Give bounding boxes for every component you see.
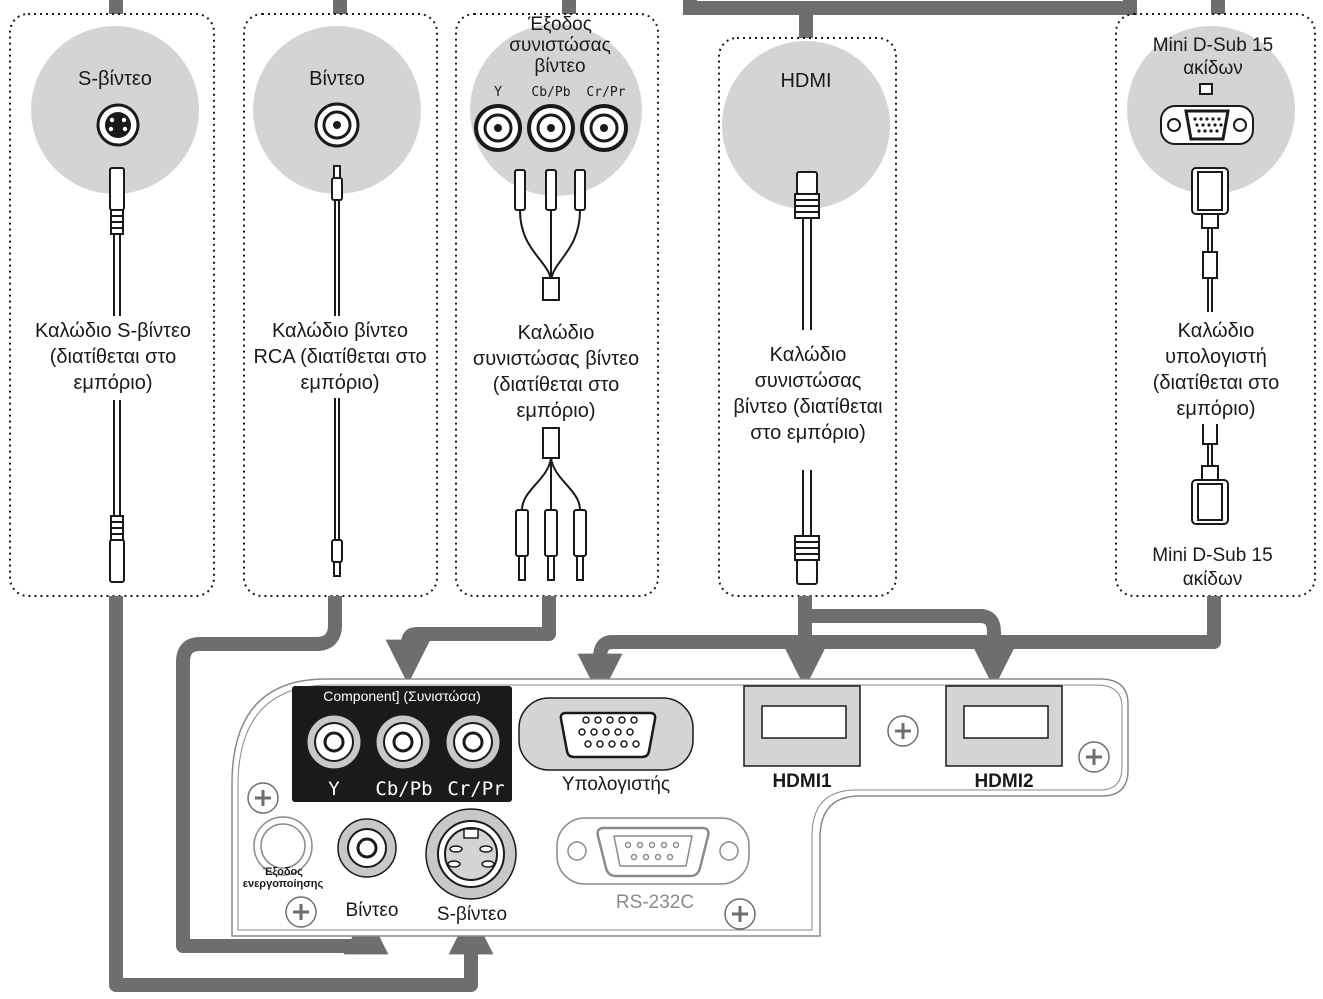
- component-y-label: Y: [328, 778, 340, 800]
- svideo-source-port-icon: [96, 103, 140, 147]
- svideo-port-title: S-βίντεο: [78, 68, 152, 90]
- component-port-title: Έξοδος συνιστώσας βίντεο: [509, 14, 611, 77]
- svideo-input-port: [425, 808, 517, 900]
- dsub-source-port-icon: [1160, 83, 1254, 145]
- hdmi1-port: [743, 685, 861, 767]
- computer-input-port: [518, 697, 694, 771]
- projector-panel: [231, 678, 1129, 937]
- svideo-port-label: S-βίντεο: [436, 904, 508, 925]
- computer-port-label: Υπολογιστής: [561, 774, 671, 795]
- route-svideo: [109, 596, 494, 992]
- screw-icons: [247, 715, 1110, 930]
- video-source-port-icon: [314, 102, 360, 148]
- trigger-out-label: Έξοδος ενεργοποίησης: [242, 866, 324, 890]
- port-circles: [31, 24, 1295, 209]
- top-route-lines: [109, 0, 1225, 38]
- computer-cable-label: Καλώδιο υπολογιστή (διατίθεται στο εμπόρ…: [1125, 316, 1307, 424]
- hdmi2-port-label: HDMI2: [974, 771, 1034, 792]
- route-computer: [577, 596, 1221, 699]
- dsub-bottom-label: Mini D-Sub 15 ακίδων: [1130, 542, 1295, 594]
- panel-frames: [9, 13, 1316, 597]
- video-port-label: Βίντεο: [345, 900, 399, 921]
- computer-cable-icon: [1191, 167, 1229, 525]
- svideo-cable-label: Καλώδιο S-βίντεο (διατίθεται στο εμπόριο…: [18, 316, 208, 398]
- component-cb-label: Cb/Pb: [375, 778, 433, 800]
- rs232c-port: [556, 817, 750, 885]
- video-input-port: [337, 818, 397, 878]
- component-cable-icon: [514, 169, 587, 581]
- component-sublabel-cb: Cb/Pb: [531, 85, 571, 100]
- component-cable-label: Καλώδιο συνιστώσας βίντεο (διατίθεται στ…: [462, 318, 650, 426]
- hdmi2-port: [945, 685, 1063, 767]
- trigger-out-port: [253, 816, 313, 876]
- route-video: [176, 596, 389, 955]
- component-input-ports: [306, 714, 501, 770]
- component-sublabel-y: Y: [494, 85, 502, 100]
- rca-cable-icon: [331, 165, 343, 577]
- hdmi-port-title: HDMI: [780, 70, 832, 92]
- hdmi1-port-label: HDMI1: [772, 771, 832, 792]
- component-header-label: Component] (Συνιστώσα): [323, 688, 481, 704]
- component-source-ports-icon: [474, 104, 628, 152]
- hdmi-cable-icon: [794, 171, 820, 585]
- component-sublabel-cr: Cr/Pr: [586, 85, 626, 100]
- dsub-port-title: Mini D-Sub 15 ακίδων: [1152, 35, 1274, 79]
- video-port-title: Βίντεο: [309, 68, 365, 90]
- rs232c-port-label: RS-232C: [615, 892, 695, 913]
- route-component: [385, 596, 556, 685]
- rca-cable-label: Καλώδιο βίντεο RCA (διατίθεται στο εμπόρ…: [250, 316, 430, 398]
- hdmi-cable-label: Καλώδιο συνιστώσας βίντεο (διατίθεται στ…: [730, 340, 886, 448]
- component-cr-label: Cr/Pr: [447, 778, 505, 800]
- svideo-cable-icon: [109, 167, 125, 583]
